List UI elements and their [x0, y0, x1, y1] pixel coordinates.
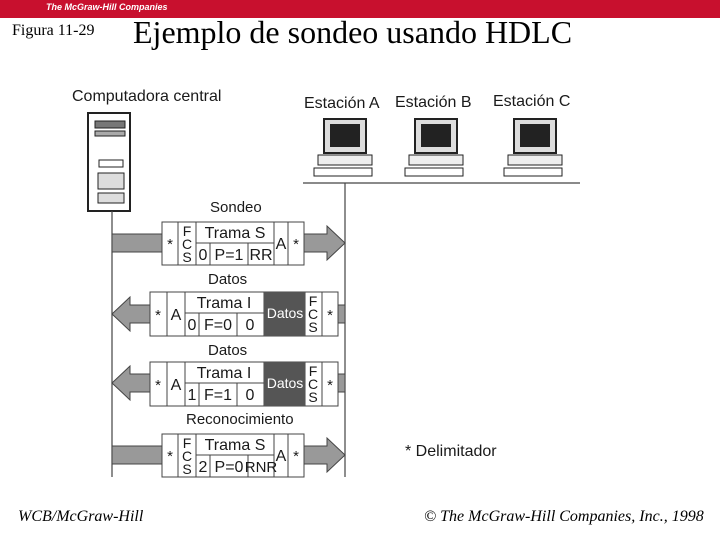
publisher-banner: The McGraw-Hill Companies — [0, 0, 720, 18]
fcs-letter-s: S — [182, 461, 191, 477]
host-computer-icon — [87, 112, 131, 212]
page-title: Ejemplo de sondeo usando HDLC — [133, 14, 573, 50]
footer-publisher: WCB/McGraw-Hill — [18, 508, 144, 525]
legend-delimiter: * Delimitador — [405, 443, 497, 460]
data-field: Datos — [267, 305, 304, 321]
publisher-name: The McGraw-Hill Companies — [46, 2, 168, 12]
frame-flag: * — [167, 448, 173, 465]
fcs-letter-f: F — [309, 293, 318, 309]
fcs-letter-s: S — [308, 319, 317, 335]
fcs-letter-c: C — [308, 376, 318, 392]
control-bit: 2 — [199, 459, 208, 476]
station-a-computer-icon — [313, 118, 373, 177]
frame-reconocimiento: * F C S Trama S 2 P=0 RNR A * — [111, 433, 346, 478]
host-label: Computadora central — [72, 88, 222, 105]
frame-type: Trama I — [197, 295, 252, 312]
frame-flag: * — [293, 448, 299, 465]
address-field: A — [171, 307, 182, 324]
frame-type: Trama I — [197, 365, 252, 382]
station-b-computer-icon — [404, 118, 464, 177]
frame-sondeo: * F C S Trama S 0 P=1 RR A * — [111, 221, 346, 266]
frame-flag: * — [327, 307, 333, 324]
address-field: A — [276, 236, 287, 253]
station-b-label: Estación B — [395, 94, 472, 111]
frame-flag: * — [327, 377, 333, 394]
frame-flag: * — [155, 307, 161, 324]
station-a-label: Estación A — [304, 95, 380, 112]
station-c-label: Estación C — [493, 93, 571, 110]
address-field: A — [171, 377, 182, 394]
control-bit: 1 — [188, 387, 197, 404]
control-bit: 0 — [188, 317, 197, 334]
caption-datos-1: Datos — [208, 271, 248, 288]
frame-datos-2: * A Trama I 1 F=1 0 Datos F C S * — [111, 361, 346, 407]
control-bit: 0 — [199, 247, 208, 264]
frame-flag: * — [155, 377, 161, 394]
control-bit: 0 — [246, 387, 255, 404]
caption-sondeo: Sondeo — [210, 199, 262, 216]
poll-bit: P=1 — [215, 247, 244, 264]
footer-copyright: © The McGraw-Hill Companies, Inc., 1998 — [424, 508, 704, 525]
frame-type: Trama S — [205, 225, 266, 242]
frame-flag: * — [167, 236, 173, 253]
caption-reconocimiento: Reconocimiento — [186, 411, 294, 428]
fcs-letter-c: C — [182, 236, 192, 252]
fcs-letter-s: S — [308, 389, 317, 405]
control-bit: 0 — [246, 317, 255, 334]
fcs-letter-f: F — [183, 435, 192, 451]
frame-type: Trama S — [205, 437, 266, 454]
supervisory-code: RR — [249, 247, 272, 264]
final-bit: F=0 — [204, 317, 232, 334]
supervisory-code: RNR — [245, 459, 278, 476]
fcs-letter-s: S — [182, 249, 191, 265]
frame-flag: * — [293, 236, 299, 253]
final-bit: F=1 — [204, 387, 232, 404]
figure-label: Figura 11-29 — [12, 22, 95, 39]
station-c-computer-icon — [503, 118, 563, 177]
fcs-letter-c: C — [308, 306, 318, 322]
address-field: A — [276, 448, 287, 465]
frame-datos-1: * A Trama I 0 F=0 0 Datos F C S * — [111, 291, 346, 337]
fcs-letter-c: C — [182, 448, 192, 464]
data-field: Datos — [267, 375, 304, 391]
fcs-letter-f: F — [183, 223, 192, 239]
poll-bit: P=0 — [215, 459, 244, 476]
caption-datos-2: Datos — [208, 342, 248, 359]
fcs-letter-f: F — [309, 363, 318, 379]
